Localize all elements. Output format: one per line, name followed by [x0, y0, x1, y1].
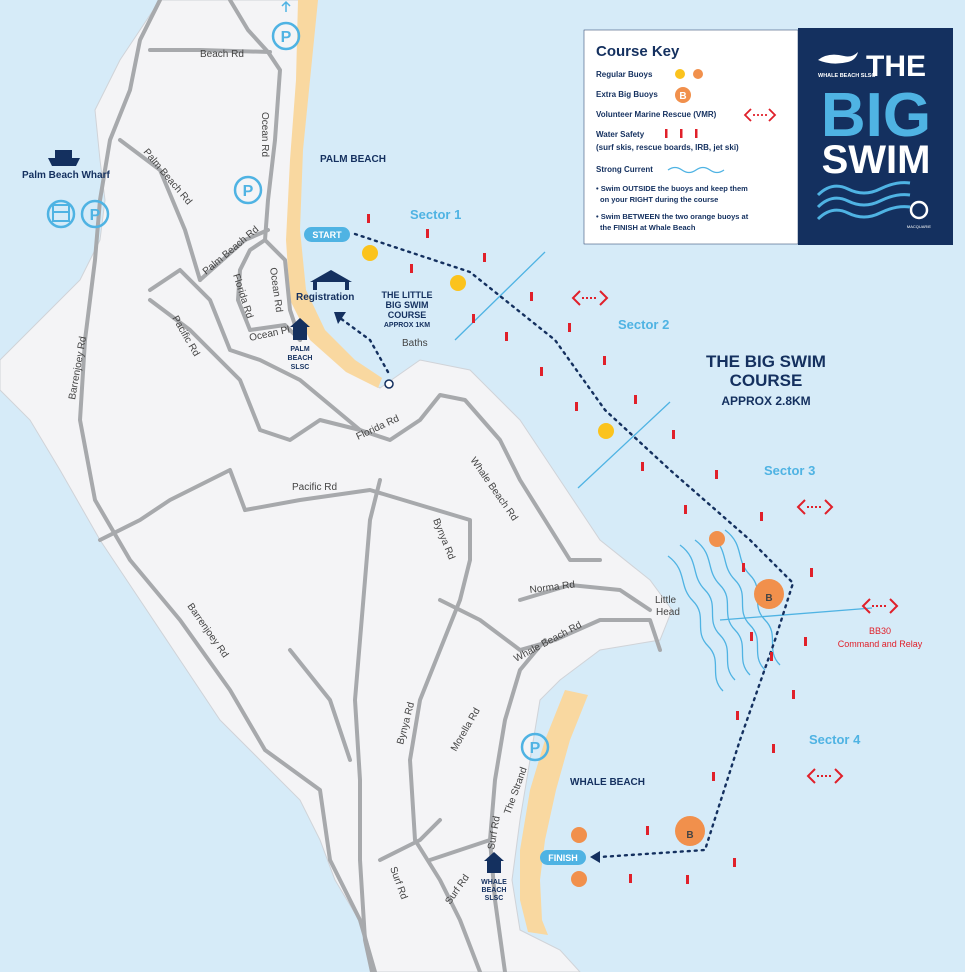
water-safety-markers: [367, 214, 813, 884]
little-swim-route: [338, 316, 390, 374]
house-icon: [484, 852, 504, 873]
title-panel: WHALE BEACH SLSC THE BIG SWIM MACQUARIE: [798, 28, 953, 245]
key-current-icon: [667, 166, 725, 174]
key-b-letter: B: [679, 91, 686, 102]
road-label: Ocean Rd: [259, 112, 270, 157]
svg-text:APPROX 2.8KM: APPROX 2.8KM: [721, 394, 810, 408]
svg-text:COURSE: COURSE: [730, 371, 803, 390]
big-swim-route: [353, 232, 795, 859]
sector-1-label: Sector 1: [410, 207, 461, 222]
extra-big-buoys: B B: [675, 579, 784, 846]
waves-logo-icon: [816, 181, 911, 221]
little-head-label: Little: [655, 595, 677, 606]
road-label: Pacific Rd: [292, 482, 337, 493]
north-arrow-icon: [281, 0, 291, 12]
command-relay-label: Command and Relay: [838, 639, 923, 649]
title-swim: SWIM: [822, 138, 931, 182]
title-the: THE: [866, 50, 926, 83]
parking-icon: P: [90, 207, 101, 224]
bus-icon: [52, 204, 70, 222]
orange-buoy: [709, 531, 725, 547]
orange-buoy: [571, 871, 587, 887]
tent-icon: [310, 270, 352, 290]
b-buoy-label: B: [765, 593, 772, 604]
orange-buoys: [571, 531, 725, 887]
sector-2-label: Sector 2: [618, 317, 669, 332]
svg-text:SLSC: SLSC: [485, 895, 504, 902]
svg-text:WHALE: WHALE: [481, 879, 507, 886]
baths-label: Baths: [402, 338, 428, 349]
b-buoy-label: B: [686, 830, 693, 841]
svg-text:BEACH: BEACH: [482, 887, 507, 894]
svg-text:SLSC: SLSC: [291, 364, 310, 371]
svg-text:FINISH: FINISH: [548, 853, 578, 863]
key-vmr-label: Volunteer Marine Rescue (VMR): [596, 110, 717, 119]
svg-text:THE BIG SWIM: THE BIG SWIM: [706, 352, 826, 371]
svg-text:COURSE: COURSE: [388, 310, 427, 320]
whale-beach-slsc-label: WHALE BEACH SLSC: [481, 879, 507, 902]
little-swim-label: THE LITTLE BIG SWIM COURSE APPROX 1KM: [382, 290, 433, 329]
sector-4-label: Sector 4: [809, 732, 861, 747]
key-water-label: Water Safety: [596, 130, 645, 139]
svg-text:THE LITTLE: THE LITTLE: [382, 290, 433, 300]
svg-text:APPROX 1KM: APPROX 1KM: [384, 322, 430, 329]
parking-icon: P: [281, 29, 292, 46]
club-label: WHALE BEACH SLSC: [818, 73, 875, 79]
parking-icon: P: [530, 740, 541, 757]
finish-arrow: [590, 851, 600, 863]
key-regular-label: Regular Buoys: [596, 70, 653, 79]
little-route-arrow: [334, 312, 346, 324]
course-key: Course Key Regular Buoys Extra Big Buoys…: [583, 29, 799, 245]
whale-logo-icon: [818, 52, 858, 64]
regular-buoys: [362, 245, 614, 439]
vmr-markers: [571, 290, 899, 784]
sponsor-label: MACQUARIE: [907, 224, 932, 229]
regular-buoy: [450, 275, 466, 291]
baths-marker: [384, 379, 394, 389]
palm-beach-slsc-label: PALM BEACH SLSC: [288, 346, 313, 371]
strong-current: [667, 529, 781, 692]
whale-beach-sand: [520, 690, 588, 935]
ferry-icon: [48, 150, 80, 166]
svg-text:PALM: PALM: [290, 346, 309, 353]
svg-text:START: START: [312, 230, 342, 240]
big-swim-course-label: THE BIG SWIM COURSE APPROX 2.8KM: [706, 352, 826, 408]
start-marker: START: [304, 227, 350, 242]
key-extra-label: Extra Big Buoys: [596, 90, 658, 99]
key-note1a: • Swim OUTSIDE the buoys and keep them: [596, 184, 748, 193]
parking-icons: [46, 21, 550, 762]
registration-label: Registration: [296, 292, 354, 303]
key-note1b: on your RIGHT during the course: [600, 195, 718, 204]
sponsor-logo-icon: [909, 200, 929, 220]
whale-beach-label: WHALE BEACH: [570, 777, 645, 788]
key-orange-buoy: [693, 69, 703, 79]
palm-beach-label: PALM BEACH: [320, 154, 386, 165]
regular-buoy: [598, 423, 614, 439]
key-vmr-icon: [743, 108, 777, 122]
key-b-buoy: [675, 87, 691, 103]
sector-3-label: Sector 3: [764, 463, 815, 478]
key-heading: Course Key: [596, 43, 680, 60]
house-icon: [290, 318, 310, 340]
key-water-icon: [665, 129, 698, 138]
key-note2a: • Swim BETWEEN the two orange buoys at: [596, 212, 749, 221]
svg-text:BIG SWIM: BIG SWIM: [386, 300, 429, 310]
parking-icon: P: [243, 183, 254, 200]
key-note2b: the FINISH at Whale Beach: [600, 223, 696, 232]
key-current-label: Strong Current: [596, 165, 653, 174]
key-yellow-buoy: [675, 69, 685, 79]
wharf-label: Palm Beach Wharf: [22, 170, 110, 181]
regular-buoy: [362, 245, 378, 261]
road-label: Beach Rd: [200, 49, 244, 60]
title-big: BIG: [821, 81, 931, 150]
key-water-sub: (surf skis, rescue boards, IRB, jet ski): [596, 143, 739, 152]
svg-text:BEACH: BEACH: [288, 355, 313, 362]
orange-buoy: [571, 827, 587, 843]
finish-marker: FINISH: [540, 850, 586, 865]
little-head-label: Head: [656, 607, 680, 618]
bb30-label: BB30: [869, 626, 891, 636]
